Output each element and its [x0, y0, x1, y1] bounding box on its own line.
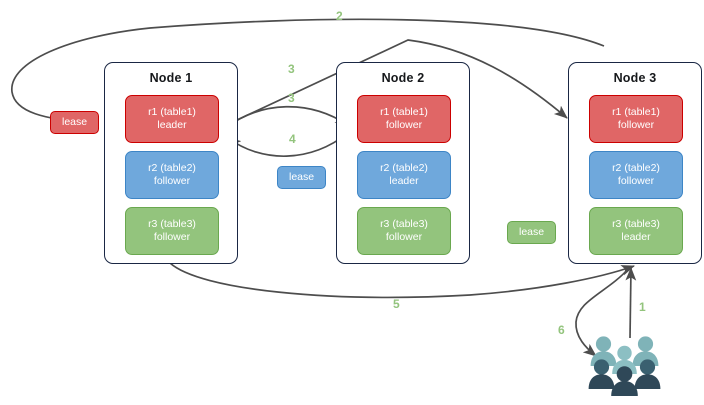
- lease-badge-table1: lease: [50, 111, 100, 134]
- replica-role: follower: [617, 119, 655, 131]
- replica-role: follower: [153, 175, 191, 187]
- step-label-5: 5: [393, 297, 400, 311]
- arrow-step-5: [169, 262, 635, 299]
- node-1-replica-r1: r1 (table1) leader: [125, 95, 219, 143]
- arrow-step-4: [227, 132, 349, 157]
- node-3-replica-r3: r3 (table3) leader: [589, 207, 683, 255]
- replica-name: r1 (table1): [148, 106, 196, 118]
- replica-name: r3 (table3): [380, 218, 428, 230]
- replica-name: r1 (table1): [612, 106, 660, 118]
- replica-role: follower: [153, 231, 191, 243]
- replica-role: follower: [617, 175, 655, 187]
- step-label-3-upper: 3: [288, 62, 295, 76]
- replica-name: r2 (table2): [148, 162, 196, 174]
- step-label-6: 6: [558, 323, 565, 337]
- step-label-3-lower: 3: [288, 91, 295, 105]
- arrow-step-2: [11, 18, 605, 127]
- replica-name: r2 (table2): [380, 162, 428, 174]
- node-2-replica-r3: r3 (table3) follower: [357, 207, 451, 255]
- replica-role: follower: [385, 119, 423, 131]
- node-2-title: Node 2: [381, 71, 425, 85]
- node-1-replica-r2: r2 (table2) follower: [125, 151, 219, 199]
- node-2-replica-r2: r2 (table2) leader: [357, 151, 451, 199]
- node-3-replica-r2: r2 (table2) follower: [589, 151, 683, 199]
- replica-role: follower: [385, 231, 423, 243]
- replica-role: leader: [389, 175, 419, 187]
- arrow-step-3-to-node3: [221, 39, 568, 128]
- replica-name: r3 (table3): [148, 218, 196, 230]
- users-group-icon: [588, 336, 661, 396]
- replica-role: leader: [621, 231, 651, 243]
- step-label-2: 2: [336, 9, 343, 23]
- step-label-4: 4: [289, 132, 296, 146]
- lease-badge-table2: lease: [277, 166, 327, 189]
- arrow-step-1: [625, 266, 637, 339]
- node-1-title: Node 1: [149, 71, 193, 85]
- node-1-container: Node 1 r1 (table1) leader r2 (table2) fo…: [104, 62, 238, 264]
- replica-name: r1 (table1): [380, 106, 428, 118]
- step-label-1: 1: [639, 300, 646, 314]
- node-3-container: Node 3 r1 (table1) follower r2 (table2) …: [568, 62, 702, 264]
- lease-badge-table3: lease: [507, 221, 557, 244]
- replica-name: r3 (table3): [612, 218, 660, 230]
- arrow-step-3-to-node2: [223, 105, 349, 130]
- node-3-replica-r1: r1 (table1) follower: [589, 95, 683, 143]
- replica-role: leader: [157, 119, 187, 131]
- node-1-replica-r3: r3 (table3) follower: [125, 207, 219, 255]
- node-2-container: Node 2 r1 (table1) follower r2 (table2) …: [336, 62, 470, 264]
- arrow-step-6: [575, 267, 630, 357]
- replica-name: r2 (table2): [612, 162, 660, 174]
- node-3-title: Node 3: [613, 71, 657, 85]
- node-2-replica-r1: r1 (table1) follower: [357, 95, 451, 143]
